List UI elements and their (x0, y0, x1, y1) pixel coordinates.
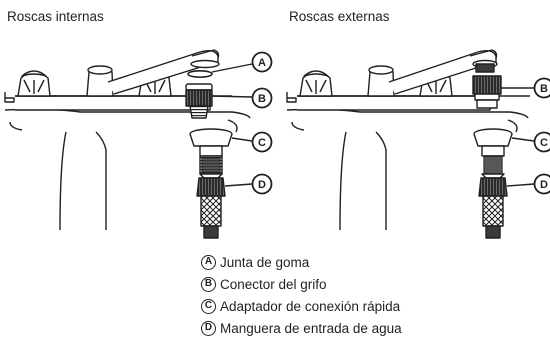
legend-item: B Conector del grifo (201, 273, 402, 295)
callout-d-right: D (533, 173, 550, 195)
callout-a-label: A (258, 57, 266, 69)
legend-label: Adaptador de conexión rápida (220, 298, 401, 314)
legend-badge: C (201, 298, 216, 314)
legend-badge: B (201, 276, 216, 292)
callout-d-label: D (540, 179, 548, 191)
legend-item: C Adaptador de conexión rápida (201, 295, 402, 317)
left-spout (86, 49, 220, 97)
right-faucet-connector (472, 75, 502, 109)
left-faucet-assembly (4, 49, 251, 239)
right-handle-1 (299, 70, 333, 97)
left-water-hose (196, 177, 226, 239)
left-rubber-washer (187, 70, 213, 79)
callout-c-right: C (533, 131, 550, 153)
callout-d-left: D (251, 173, 273, 195)
left-faucet-connector (185, 83, 213, 119)
callout-c-left: C (251, 131, 273, 153)
legend-badge: D (201, 320, 216, 336)
parts-legend: A Junta de goma B Conector del grifo C A… (201, 251, 402, 339)
right-spout (367, 49, 498, 97)
left-handle-1 (17, 70, 51, 97)
callout-d-label: D (258, 179, 266, 191)
legend-label: Manguera de entrada de agua (220, 320, 402, 336)
right-faucet-assembly (286, 49, 530, 239)
legend-label: Junta de goma (220, 254, 310, 270)
legend-label: Conector del grifo (220, 276, 327, 292)
right-water-hose (478, 177, 508, 239)
callout-a-left: A (251, 51, 273, 73)
legend-item: D Manguera de entrada de agua (201, 317, 402, 339)
left-panel-title: Roscas internas (7, 9, 104, 24)
left-quick-adapter (189, 128, 233, 179)
callout-b-label: B (258, 93, 266, 105)
legend-badge: A (201, 254, 216, 270)
legend-item: A Junta de goma (201, 251, 402, 273)
callout-b-label: B (540, 83, 548, 95)
callout-c-label: C (258, 137, 266, 149)
callout-b-left: B (251, 87, 273, 109)
callout-b-right: B (533, 77, 550, 99)
callout-c-label: C (540, 137, 548, 149)
right-quick-adapter (473, 128, 513, 179)
right-panel-title: Roscas externas (289, 9, 390, 24)
